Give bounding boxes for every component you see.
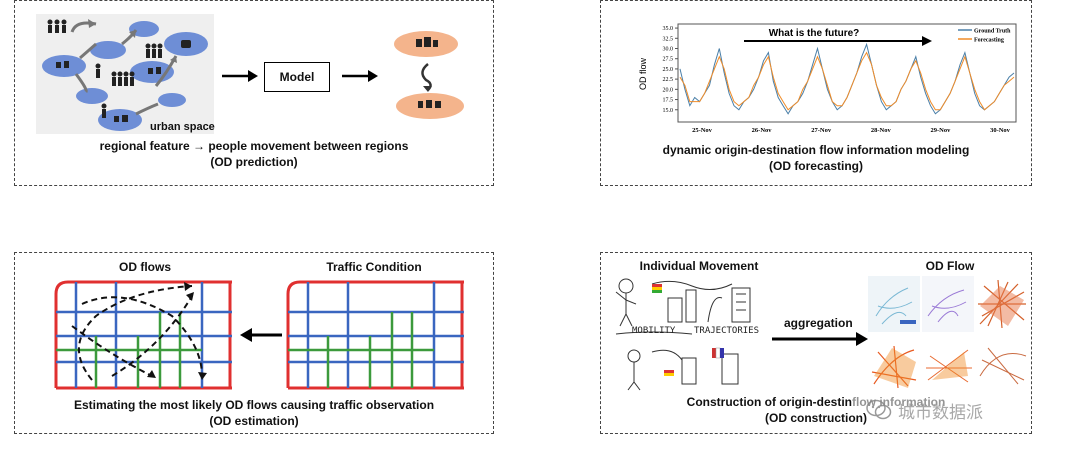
predicted-regions-graphic <box>394 31 464 119</box>
chart-question: What is the future? <box>769 28 860 39</box>
od-flows-road-network <box>54 280 232 390</box>
aggregation-label: aggregation <box>784 316 853 330</box>
caption-line1-head: Construction of origin-destin <box>686 395 852 409</box>
od-forecasting-caption-line1: dynamic origin-destination flow informat… <box>662 143 970 157</box>
sketch-word-trajectories: TRAJECTORIES <box>694 326 759 336</box>
od-forecast-chart: 15.0 17.5 20.0 22.5 25.0 27.5 30.0 32.5 35.0 25-… <box>638 23 1017 134</box>
y-tick-label-3: 22.5 <box>663 77 674 83</box>
legend-label-ground-truth: Ground Truth <box>974 29 1011 35</box>
x-tick-label-4: 29-Nov <box>930 127 951 134</box>
arrow-from-model <box>342 70 378 82</box>
urban-space-label: urban space <box>150 121 215 133</box>
y-tick-label-4: 25.0 <box>663 67 674 73</box>
aggregation-arrow <box>772 332 868 346</box>
x-tick-label-5: 30-Nov <box>990 127 1011 134</box>
x-tick-label-0: 25-Nov <box>692 127 713 134</box>
od-flow-maps <box>868 276 1030 392</box>
panel-od-construction <box>600 252 1032 434</box>
watermark: 城市数据派 <box>866 398 983 423</box>
od-flow-title: OD Flow <box>925 259 975 273</box>
individual-movement-title: Individual Movement <box>639 259 759 273</box>
x-tick-label-3: 28-Nov <box>871 127 892 134</box>
watermark-text: 城市数据派 <box>898 402 983 423</box>
od-flows-title: OD flows <box>118 260 171 274</box>
od-construction-caption-line1: Construction of origin-destinflow inform… <box>600 395 1032 409</box>
od-estimation-caption-line2: (OD estimation) <box>209 414 299 428</box>
future-arrow-head <box>922 36 932 46</box>
y-tick-label-5: 27.5 <box>663 57 674 63</box>
y-tick-label-8: 35.0 <box>663 26 674 32</box>
traffic-condition-road-network <box>286 280 464 390</box>
panel-od-forecasting <box>600 0 1032 186</box>
chart-ylabel: OD flow <box>638 58 648 91</box>
traffic-condition-title: Traffic Condition <box>326 260 422 274</box>
sketch-word-mobility: MOBILITY <box>632 326 676 336</box>
arrow-left-estimation <box>240 328 282 342</box>
panel-od-prediction <box>14 0 494 186</box>
od-forecasting-caption-line2: (OD forecasting) <box>768 159 863 173</box>
chart-legend: Ground Truth Forecasting <box>958 29 1011 44</box>
x-tick-label-2: 27-Nov <box>811 127 832 134</box>
y-tick-label-2: 20.0 <box>663 87 674 93</box>
y-tick-label-7: 32.5 <box>663 36 674 42</box>
od-construction-caption-line2: (OD construction) <box>765 411 867 425</box>
urban-space-graphic <box>42 19 208 131</box>
od-prediction-caption-line1: regional feature → people movement betwe… <box>99 139 409 153</box>
series-line-1 <box>679 51 1015 111</box>
y-tick-label-6: 30.0 <box>663 47 674 53</box>
model-box: Model <box>264 62 330 92</box>
x-tick-label-1: 26-Nov <box>752 127 773 134</box>
panel-od-estimation <box>14 252 494 434</box>
legend-label-forecasting: Forecasting <box>974 38 1004 44</box>
wechat-icon <box>866 399 892 420</box>
od-estimation-caption-line1: Estimating the most likely OD flows caus… <box>73 398 435 412</box>
individual-movement-sketch: MOBILITY TRAJECTORIES <box>615 278 759 391</box>
y-tick-label-0: 15.0 <box>663 108 674 114</box>
caption-line1-tail: flow information <box>852 395 946 409</box>
arrow-to-model <box>222 70 258 82</box>
od-prediction-caption-line2: (OD prediction) <box>210 155 298 169</box>
y-tick-label-1: 17.5 <box>663 98 674 104</box>
